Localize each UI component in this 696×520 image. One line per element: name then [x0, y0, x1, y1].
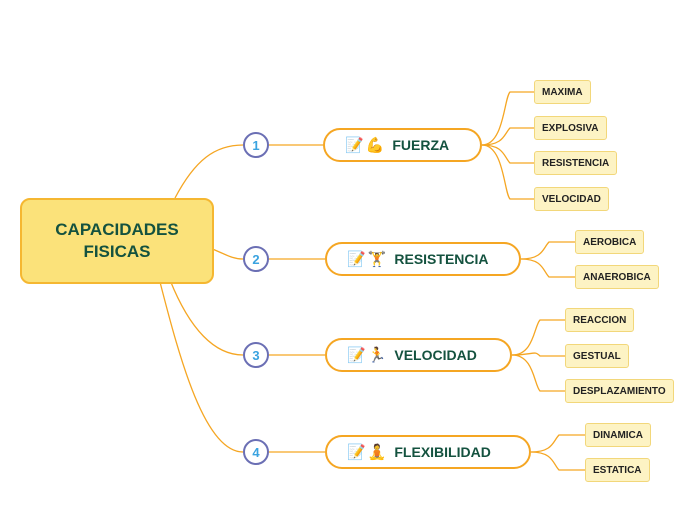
- topic-label: VELOCIDAD: [394, 347, 477, 363]
- link-central-3: [169, 279, 244, 356]
- link-topic1-sub4: [481, 144, 534, 200]
- link-topic2-sub2: [520, 258, 575, 278]
- memo-icon: 📝: [345, 136, 364, 154]
- link-topic1-sub3: [481, 144, 534, 164]
- topic-velocidad[interactable]: 📝 🏃 VELOCIDAD: [325, 338, 512, 372]
- link-topic1-sub1: [481, 91, 534, 146]
- runner-icon: 🏃: [367, 346, 387, 364]
- link-topic3-sub1: [511, 319, 565, 356]
- subtopic-desplazamiento[interactable]: DESPLAZAMIENTO: [565, 379, 674, 403]
- yoga-icon: 🧘: [367, 443, 387, 461]
- link-topic3-sub2: [511, 352, 565, 357]
- topic-number-2: 2: [243, 246, 269, 272]
- subtopic-aerobica[interactable]: AEROBICA: [575, 230, 645, 254]
- flexed-biceps-icon: 💪: [365, 136, 385, 154]
- topic-label: FUERZA: [392, 137, 450, 153]
- link-topic4-sub2: [530, 451, 585, 471]
- link-topic4-sub1: [530, 434, 585, 453]
- link-central-4: [159, 281, 244, 453]
- topic-resistencia[interactable]: 📝 🏋 RESISTENCIA: [325, 242, 521, 276]
- link-topic1-sub2: [481, 127, 534, 146]
- subtopic-anaerobica[interactable]: ANAEROBICA: [575, 265, 659, 289]
- topic-flexibilidad[interactable]: 📝 🧘 FLEXIBILIDAD: [325, 435, 531, 469]
- link-central-2: [209, 247, 244, 260]
- subtopic-explosiva[interactable]: EXPLOSIVA: [534, 116, 607, 140]
- subtopic-maxima[interactable]: MAXIMA: [534, 80, 591, 104]
- link-central-1: [174, 144, 244, 199]
- link-topic3-sub3: [511, 354, 565, 392]
- topic-number-3: 3: [243, 342, 269, 368]
- subtopic-dinamica[interactable]: DINAMICA: [585, 423, 651, 447]
- subtopic-velocidad[interactable]: VELOCIDAD: [534, 187, 609, 211]
- subtopic-gestual[interactable]: GESTUAL: [565, 344, 629, 368]
- topic-label: FLEXIBILIDAD: [394, 444, 491, 460]
- topic-number-4: 4: [243, 439, 269, 465]
- topic-label: RESISTENCIA: [394, 251, 489, 267]
- topic-fuerza[interactable]: 📝 💪 FUERZA: [323, 128, 482, 162]
- memo-icon: 📝: [347, 443, 366, 461]
- topic-number-1: 1: [243, 132, 269, 158]
- subtopic-estatica[interactable]: ESTATICA: [585, 458, 650, 482]
- subtopic-reaccion[interactable]: REACCION: [565, 308, 635, 332]
- memo-icon: 📝: [347, 250, 366, 268]
- central-topic[interactable]: CAPACIDADES FISICAS: [20, 198, 214, 284]
- memo-icon: 📝: [347, 346, 366, 364]
- link-topic2-sub1: [520, 241, 575, 260]
- subtopic-resistencia[interactable]: RESISTENCIA: [534, 151, 618, 175]
- weightlifter-icon: 🏋: [367, 250, 387, 268]
